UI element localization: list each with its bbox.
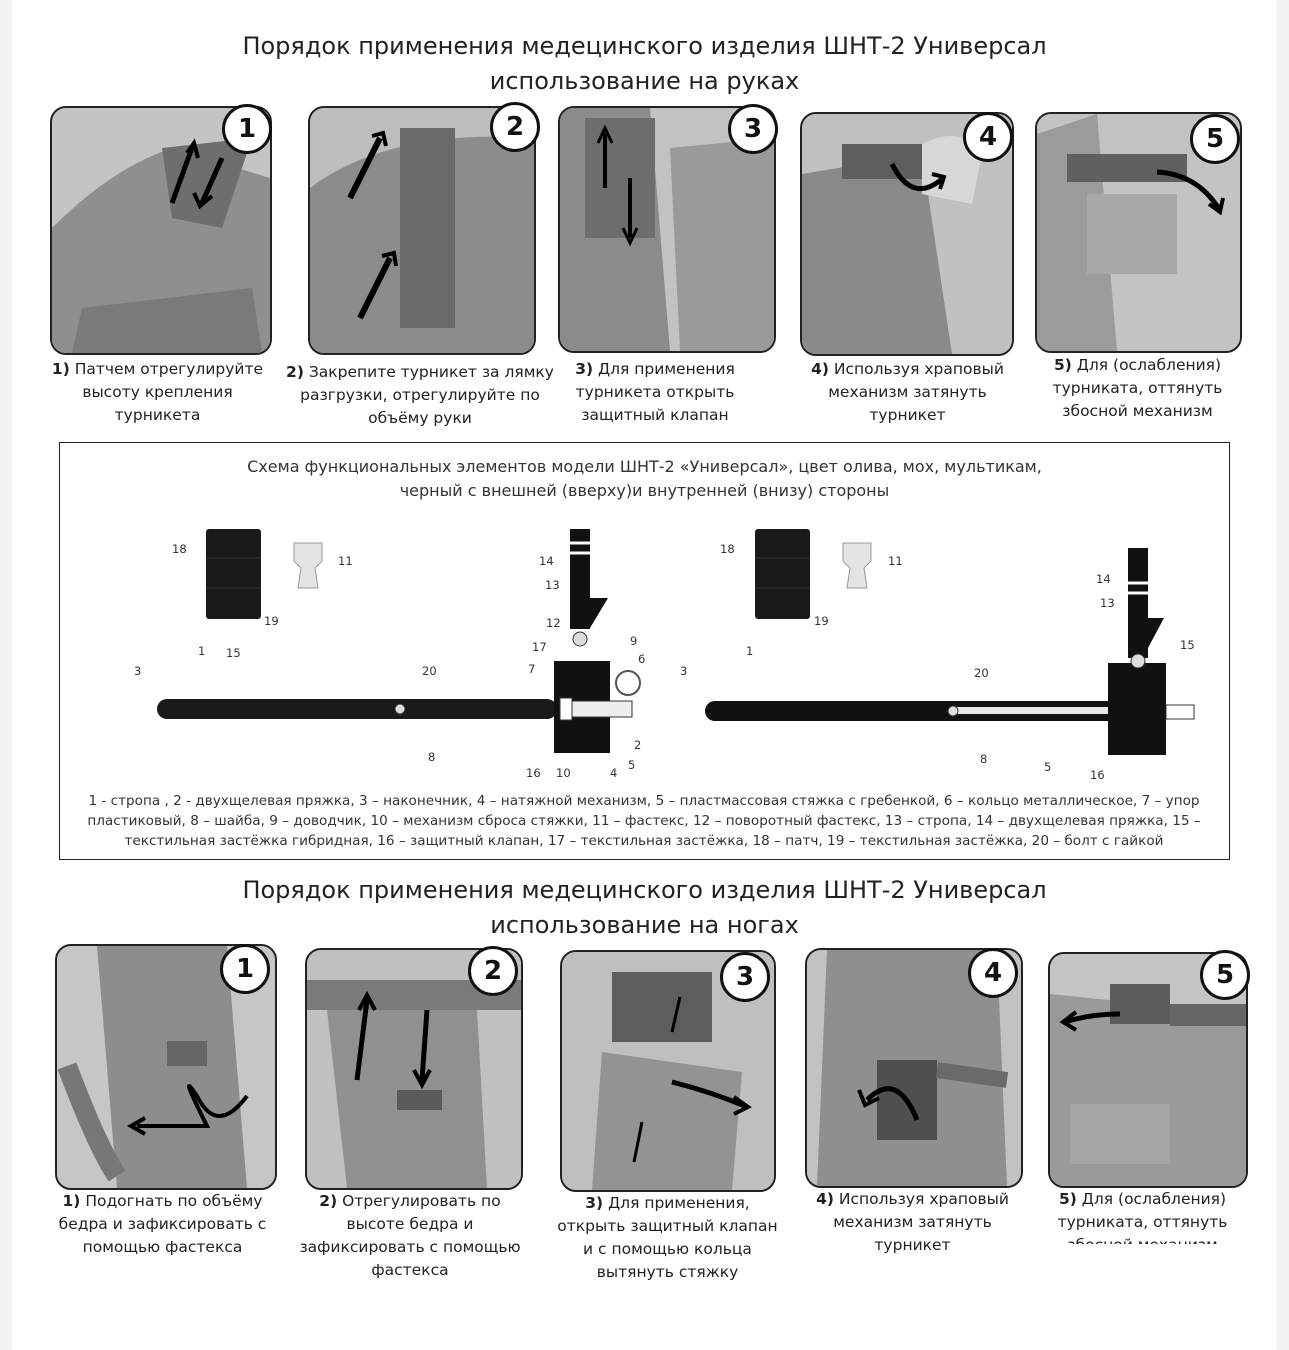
- label-6: 6: [638, 652, 645, 666]
- tie-5-inner: [955, 707, 1135, 714]
- label-16-inner: 16: [1090, 768, 1105, 782]
- legs-title-line1: Порядок применения медецинского изделия …: [242, 876, 1047, 904]
- label-3-inner: 3: [680, 664, 687, 678]
- legs-title: Порядок применения медецинского изделия …: [0, 873, 1289, 943]
- label-1: 1: [198, 644, 205, 658]
- legs-step-4-number: 4: [968, 948, 1018, 998]
- arms-step-1-caption: 1) Патчем отрегулируйте высоту крепления…: [51, 360, 264, 424]
- arms-step-4-number: 4: [963, 112, 1013, 162]
- arms-step-1-number: 1: [222, 104, 272, 154]
- strap-1-outer: [157, 699, 557, 719]
- scheme-legend: 1 - стропа , 2 - двухщелевая пряжка, 3 –…: [70, 791, 1218, 851]
- legend-line2: пластиковый, 8 – шайба, 9 – доводчик, 10…: [87, 813, 1201, 829]
- label-18-inner: 18: [720, 542, 735, 556]
- legs-step-4-caption: 4) Используя храповый механизм затянуть …: [816, 1190, 1009, 1254]
- patch-18-inner: [755, 529, 810, 619]
- label-20: 20: [422, 664, 437, 678]
- scheme-labels-right: 18 11 19 14 13 15 3 1 20 8 5 16: [680, 542, 1195, 782]
- label-4: 4: [610, 766, 617, 780]
- label-7: 7: [528, 662, 535, 676]
- label-3: 3: [134, 664, 141, 678]
- stop-7-outer: [559, 697, 573, 721]
- label-16: 16: [526, 766, 541, 780]
- label-1-inner: 1: [746, 644, 753, 658]
- arms-step-3-photo: [558, 106, 776, 353]
- legs-step-3-caption: 3) Для применения, открыть защитный клап…: [557, 1194, 778, 1281]
- label-11: 11: [338, 554, 353, 568]
- legs-step-3-number: 3: [720, 952, 770, 1002]
- label-15: 15: [226, 646, 241, 660]
- legs-step-2-caption: 2) Отрегулировать по высоте бедра и зафи…: [299, 1192, 521, 1279]
- scheme-inner-side: [705, 529, 1195, 755]
- scheme-title-line2: черный с внешней (вверху)и внутренней (в…: [399, 481, 890, 500]
- ring-6-outer: [615, 670, 641, 696]
- legs-step-1-caption: 1) Подогнать по объёму бедра и зафиксиро…: [58, 1192, 267, 1256]
- legs-title-line2: использование на ногах: [490, 911, 799, 939]
- arms-step-3-number: 3: [728, 104, 778, 154]
- legs-step-2-photo: [305, 948, 523, 1190]
- scheme-outer-side: [157, 529, 641, 753]
- scheme-labels-left: 18 11 19 14 13 12 17 9 6 3 1 15 20 7 8 2…: [134, 542, 645, 780]
- arms-title-line1: Порядок применения медецинского изделия …: [242, 32, 1047, 60]
- label-13: 13: [545, 578, 560, 592]
- label-20-inner: 20: [974, 666, 989, 680]
- legs-step-5-number: 5: [1200, 950, 1250, 1000]
- label-14: 14: [539, 554, 554, 568]
- arms-step-2-number: 2: [490, 102, 540, 152]
- arms-step-5-number: 5: [1190, 114, 1240, 164]
- ratchet-4-outer: [571, 700, 633, 718]
- washer-8-inner: [947, 705, 959, 717]
- legend-line3: текстильная застёжка гибридная, 16 – защ…: [124, 833, 1164, 849]
- arms-step-5-caption: 5) Для (ослабления) турниката, оттянуть …: [1052, 356, 1223, 420]
- arms-step-2-photo: [308, 106, 536, 355]
- label-14-inner: 14: [1096, 572, 1111, 586]
- legs-step-2-number: 2: [468, 946, 518, 996]
- label-12: 12: [546, 616, 561, 630]
- scheme-title: Схема функциональных элементов модели ШН…: [60, 455, 1229, 503]
- legs-step-5-caption: 5) Для (ослабления) турниката, оттянуть …: [1057, 1190, 1228, 1244]
- label-11-inner: 11: [888, 554, 903, 568]
- washer-8-outer: [394, 703, 406, 715]
- arms-step-2-caption: 2) Закрепите турникет за лямку разгрузки…: [286, 363, 554, 427]
- label-9: 9: [630, 634, 637, 648]
- label-5-inner: 5: [1044, 760, 1051, 774]
- arms-step-4-caption: 4) Используя храповый механизм затянуть …: [811, 360, 1004, 424]
- arms-step-3-caption: 3) Для применения турникета открыть защи…: [575, 360, 735, 424]
- label-19-inner: 19: [814, 614, 829, 628]
- legs-step-1-number: 1: [220, 944, 270, 994]
- label-2: 2: [634, 738, 641, 752]
- label-8-inner: 8: [980, 752, 987, 766]
- label-8: 8: [428, 750, 435, 764]
- label-18: 18: [172, 542, 187, 556]
- fastex-11-inner: [842, 542, 872, 589]
- legend-line1: 1 - стропа , 2 - двухщелевая пряжка, 3 –…: [88, 793, 1200, 809]
- valve-16-inner: [1108, 663, 1166, 755]
- arms-title: Порядок применения медецинского изделия …: [0, 29, 1289, 99]
- label-19: 19: [264, 614, 279, 628]
- strap-13-inner: [1128, 548, 1148, 658]
- scheme-title-line1: Схема функциональных элементов модели ШН…: [247, 457, 1042, 476]
- arms-title-line2: использование на руках: [489, 67, 800, 95]
- patch-18-outer: [206, 529, 261, 619]
- swivel-fastex-12-outer: [572, 631, 588, 647]
- strap-1-inner: [705, 701, 1125, 721]
- label-17: 17: [532, 640, 547, 654]
- scheme-panel: Схема функциональных элементов модели ШН…: [59, 442, 1230, 860]
- label-13-inner: 13: [1100, 596, 1115, 610]
- label-15-inner: 15: [1180, 638, 1195, 652]
- label-5: 5: [628, 758, 635, 772]
- label-10: 10: [556, 766, 571, 780]
- fastex-11-outer: [293, 542, 323, 589]
- scheme-diagram: 18 11 19 14 13 12 17 9 6 3 1 15 20 7 8 2…: [134, 529, 1195, 782]
